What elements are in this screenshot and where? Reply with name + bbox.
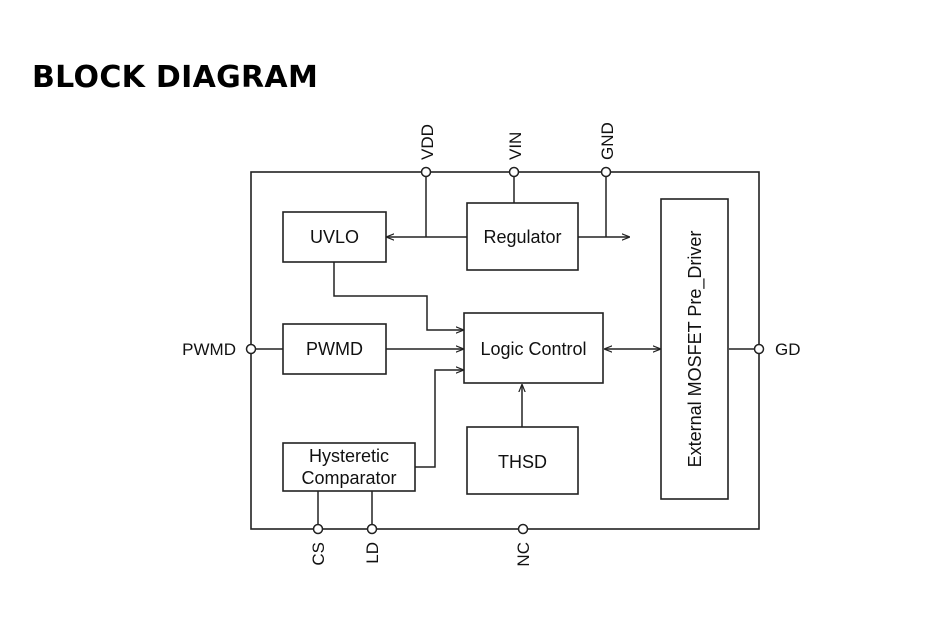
- pin-vdd: VDD: [418, 124, 437, 178]
- pre-driver-label: External MOSFET Pre_Driver: [685, 231, 706, 468]
- pin-cs-label: CS: [309, 542, 328, 566]
- pin-pwmd-label: PWMD: [182, 340, 236, 359]
- uvlo-label: UVLO: [310, 227, 359, 247]
- pin-ld: LD: [363, 523, 382, 564]
- pin-pwmd: PWMD: [182, 340, 257, 359]
- regulator-label: Regulator: [483, 227, 561, 247]
- thsd-label: THSD: [498, 452, 547, 472]
- pin-vdd-label: VDD: [418, 124, 437, 160]
- pwmd-block-label: PWMD: [306, 339, 363, 359]
- logic-control-label: Logic Control: [480, 339, 586, 359]
- hysteretic-comparator-block: Hysteretic Comparator: [282, 442, 416, 492]
- pin-gnd: GND: [598, 122, 617, 178]
- pin-vin: VIN: [506, 132, 525, 178]
- thsd-block: THSD: [466, 426, 579, 495]
- regulator-block: Regulator: [466, 202, 579, 271]
- pin-gd: GD: [753, 340, 801, 359]
- comparator-label: Comparator: [301, 468, 396, 488]
- pin-ld-label: LD: [363, 542, 382, 564]
- pwmd-block: PWMD: [282, 323, 387, 375]
- pin-gnd-label: GND: [598, 122, 617, 160]
- pin-nc: NC: [514, 523, 533, 567]
- pin-nc-label: NC: [514, 542, 533, 567]
- uvlo-block: UVLO: [282, 211, 387, 263]
- page-title: BLOCK DIAGRAM: [32, 60, 319, 95]
- hysteretic-label: Hysteretic: [309, 446, 389, 466]
- pre-driver-block: External MOSFET Pre_Driver: [660, 198, 729, 500]
- wires: [255, 176, 755, 525]
- pin-vin-label: VIN: [506, 132, 525, 160]
- pin-gd-label: GD: [775, 340, 801, 359]
- pin-cs: CS: [309, 523, 328, 566]
- logic-control-block: Logic Control: [463, 312, 604, 384]
